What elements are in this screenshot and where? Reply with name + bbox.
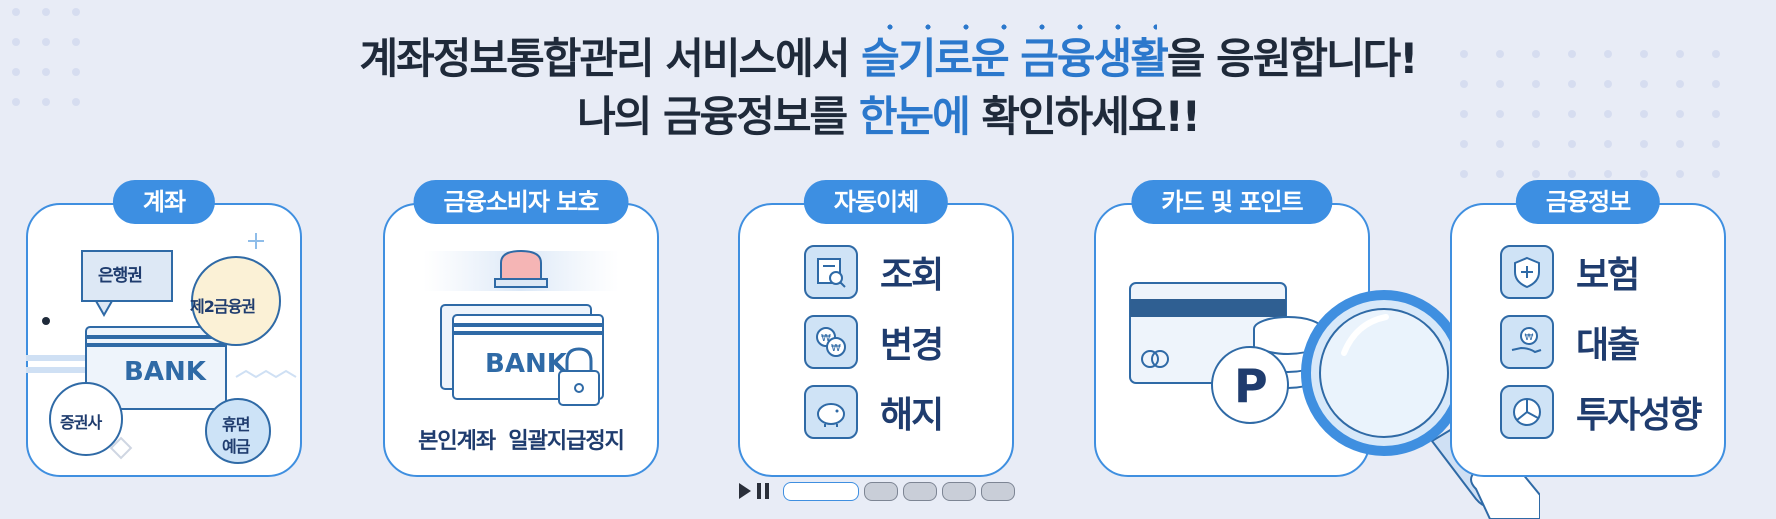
financial-info-label-loan: 대출: [1576, 325, 1640, 366]
auto-transfer-item-inquiry[interactable]: 조회: [804, 245, 944, 299]
siren-bank-illustration: [423, 249, 619, 406]
card-account[interactable]: 계좌 은행권 제2금융권 BANK 증권사 휴면 예금: [26, 180, 302, 477]
bubble-securities: 증권사: [60, 413, 102, 432]
svg-text:₩: ₩: [831, 343, 841, 354]
carousel-pager-4[interactable]: [942, 481, 976, 501]
currency-exchange-icon: ₩₩: [804, 315, 858, 369]
play-pause-icon[interactable]: [737, 481, 773, 501]
financial-info-item-investment[interactable]: 투자성향: [1500, 385, 1702, 439]
carousel-pager-2[interactable]: [864, 481, 898, 501]
svg-text:₩: ₩: [1525, 333, 1534, 343]
bubble-second-tier: 제2금융권: [190, 297, 256, 316]
headline-line-1: 계좌정보통합관리 서비스에서 슬기로운 금융생활을 응원합니다!: [0, 24, 1776, 88]
piggy-bank-icon: [804, 385, 858, 439]
bank-label: BANK: [485, 349, 567, 379]
bubble-bank: 은행권: [98, 266, 143, 286]
card-card-points-tag: 카드 및 포인트: [1131, 180, 1333, 224]
svg-text:₩: ₩: [821, 333, 831, 344]
bubble-deposit: 예금: [222, 437, 250, 456]
shield-plus-icon: [1500, 245, 1554, 299]
auto-transfer-label-change: 변경: [880, 325, 944, 366]
carousel-pager-1[interactable]: [783, 481, 859, 501]
card-financial-info-tag: 금융정보: [1515, 180, 1661, 224]
bubble-dormant: 휴면: [222, 415, 250, 434]
point-label: P: [1234, 359, 1268, 413]
dot-pattern-left: [12, 8, 82, 106]
card-account-tag: 계좌: [112, 180, 216, 224]
document-search-icon: [804, 245, 858, 299]
auto-transfer-item-change[interactable]: ₩₩ 변경: [804, 315, 944, 369]
card-consumer-protection-caption: 본인계좌 일괄지급정지: [418, 429, 625, 454]
auto-transfer-label-cancel: 해지: [880, 395, 944, 436]
carousel-pager-5[interactable]: [981, 481, 1015, 501]
carousel-pager-3[interactable]: [903, 481, 937, 501]
lock-icon: [558, 347, 600, 406]
financial-info-label-insurance: 보험: [1576, 255, 1640, 296]
auto-transfer-label-inquiry: 조회: [880, 255, 944, 296]
card-consumer-protection[interactable]: 금융소비자 보호 BANK 본인계좌 일괄지급정지: [383, 180, 659, 477]
bank-label: BANK: [124, 357, 206, 387]
financial-info-item-insurance[interactable]: 보험: [1500, 245, 1640, 299]
headline-highlight-2: 한눈에: [858, 92, 971, 141]
headline-line-2: 나의 금융정보를 한눈에 확인하세요!!: [577, 92, 1201, 141]
headline: 계좌정보통합관리 서비스에서 슬기로운 금융생활을 응원합니다! 나의 금융정보…: [0, 24, 1776, 146]
financial-info-item-loan[interactable]: ₩ 대출: [1500, 315, 1640, 369]
headline-highlight-1: 슬기로운 금융생활: [861, 24, 1169, 88]
card-auto-transfer[interactable]: 자동이체 조회 ₩₩ 변경 해지: [738, 180, 1014, 477]
financial-info-label-investment: 투자성향: [1576, 395, 1702, 436]
bank-card-illustration: [26, 233, 297, 464]
pie-chart-icon: [1500, 385, 1554, 439]
carousel-controls: [737, 481, 1015, 501]
hand-coin-icon: ₩: [1500, 315, 1554, 369]
dot-pattern-right: [1460, 50, 1760, 190]
siren-icon: [494, 249, 548, 288]
point-coin-icon: [1211, 346, 1289, 424]
card-financial-info[interactable]: 금융정보 보험 ₩ 대출 투자성향: [1450, 180, 1726, 477]
card-consumer-protection-tag: 금융소비자 보호: [413, 180, 629, 224]
auto-transfer-item-cancel[interactable]: 해지: [804, 385, 944, 439]
card-auto-transfer-tag: 자동이체: [803, 180, 949, 224]
